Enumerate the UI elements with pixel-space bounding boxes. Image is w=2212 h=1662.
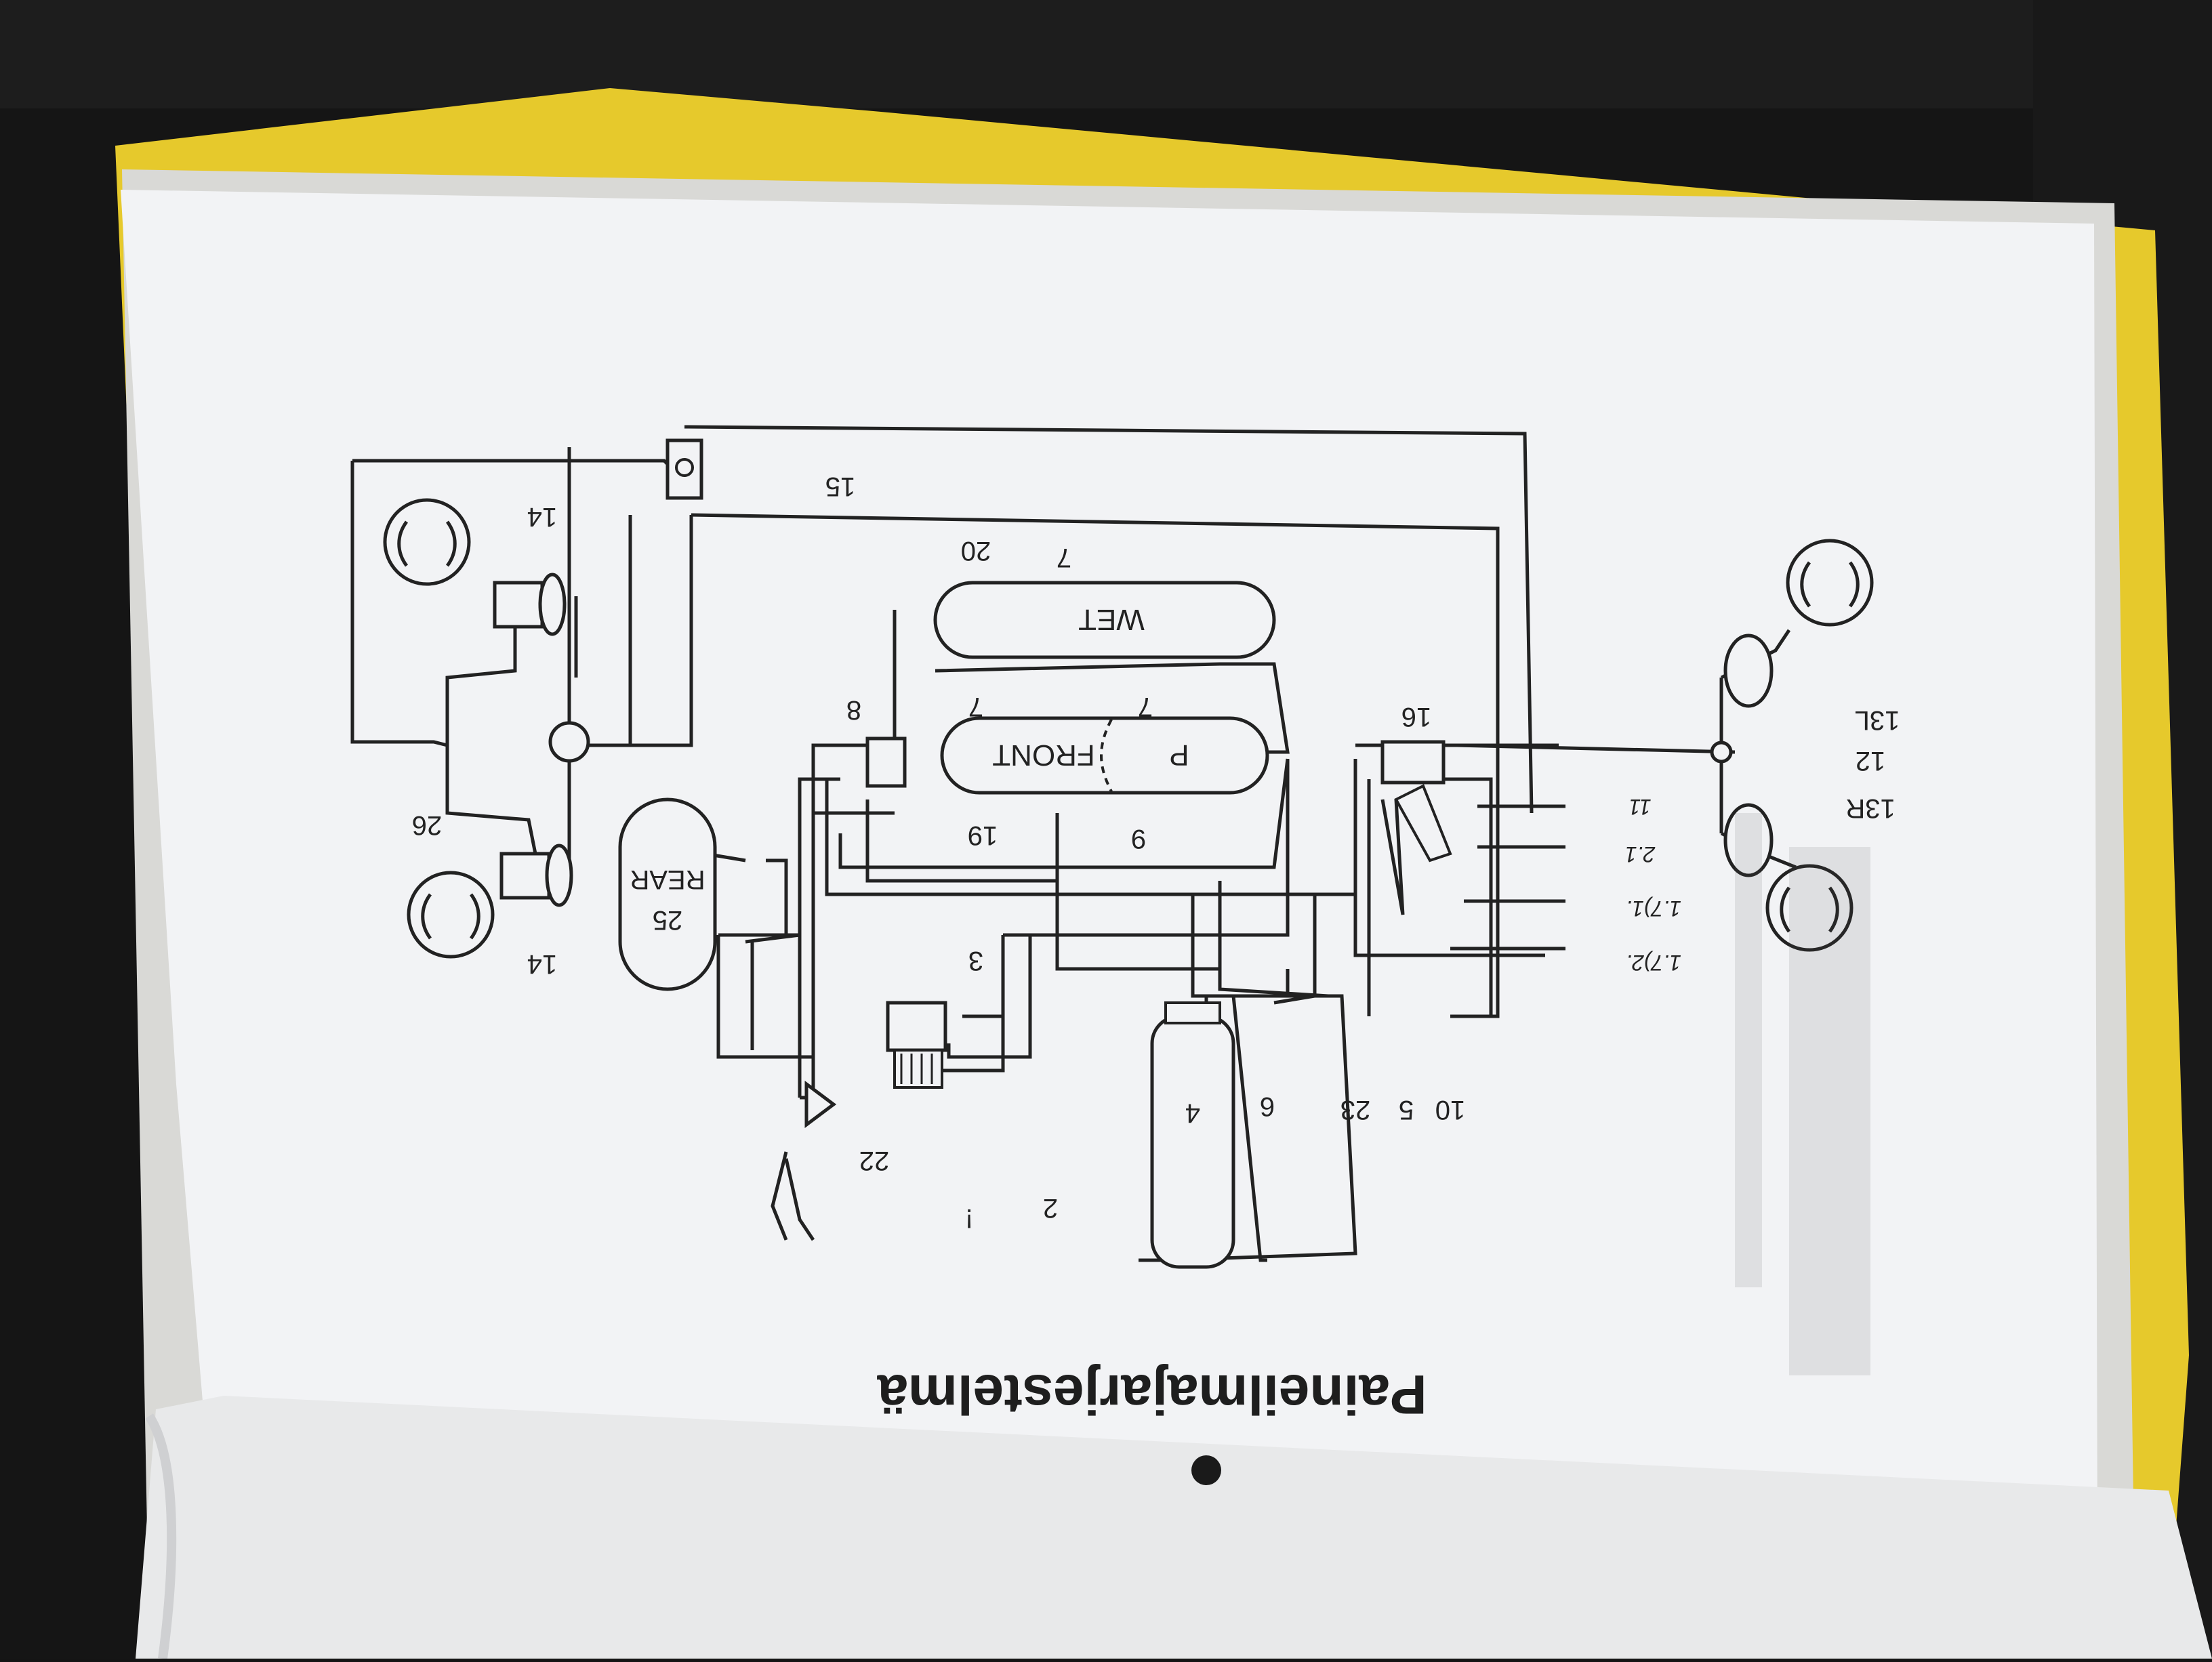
page-title: Paineilmajarjestelmä [877,1363,1427,1425]
valve-22 [804,1081,837,1128]
pipe-line [947,935,1032,1059]
pipe-line [684,425,1534,814]
brake-chamber-14-top [493,573,567,636]
callout-13L: 13L [1855,705,1900,735]
pipe-line [784,1158,815,1241]
pipe-line [1220,994,1267,1262]
paper-page [121,190,2097,1653]
pipe-line [865,799,1057,883]
hand-label-2-1: 2.1 [1625,842,1656,867]
wheel-top-right [1786,539,1874,627]
callout-14-top: 14 [527,502,558,532]
pipe-line [745,777,840,944]
callout-20: 20 [961,536,991,566]
wet-tank-label: WET [1078,603,1145,636]
valve-8 [865,736,907,788]
callout-5: 5 [1399,1095,1414,1125]
pipe-line [1218,969,1329,998]
brake-chamber-13R [1723,803,1774,877]
callout-22: 22 [859,1146,890,1176]
pipe-line [1456,743,1736,754]
callout-exclaim: ! [965,1203,972,1233]
rear-tank-label: REAR [630,865,705,894]
junction-12 [1710,741,1733,764]
brake-chamber-13L [1723,633,1774,708]
callout-9: 9 [1131,824,1146,854]
callout-12: 12 [1856,746,1886,776]
valve-16 [1380,740,1446,785]
pipe-line [811,610,897,815]
callout-2: 2 [1043,1193,1058,1223]
pipe-line [771,1151,788,1241]
pipe-line [583,515,693,747]
valve-26 [548,721,590,763]
pipe-line [691,513,1500,1018]
wheel-top-left [383,498,471,586]
callout-14-bottom: 14 [527,949,558,979]
pipe-line [350,461,448,747]
pipe-line [1380,799,1405,915]
wheel-bottom-left [407,871,495,959]
hand-label-17-2: 1.7)2. [1626,951,1681,975]
callout-16: 16 [1401,702,1432,732]
callout-7-front-a: 7 [968,692,983,722]
wet-tank: WET [933,581,1276,659]
callout-6: 6 [1260,1092,1275,1121]
relay-valve-15 [665,438,703,500]
rear-tank: REAR 25 [618,797,717,991]
callout-19: 19 [968,820,998,850]
front-tank: FRONT P [940,716,1269,795]
callout-23: 23 [1340,1095,1371,1125]
air-dryer [1150,1001,1235,1269]
callout-25: 25 [653,905,683,935]
binder-hole [1191,1455,1221,1485]
callout-4: 4 [1185,1098,1200,1128]
brake-diagram [350,425,1797,1262]
compressor [886,1001,947,1089]
pipe-line [1055,813,1222,971]
pipe-line [935,662,1290,754]
callout-10: 10 [1435,1095,1466,1125]
pipe-line [445,745,537,854]
front-tank-label: FRONT [992,739,1095,772]
hand-label-17-1: 1.7)1. [1626,896,1681,921]
brake-pedal [1394,784,1452,863]
callout-7-front-b: 7 [1138,692,1153,722]
callout-13R: 13R [1845,793,1895,823]
pipe-line [1353,779,1545,957]
pipe-line [1165,994,1357,1262]
pipe-line [766,858,788,935]
page-curl [136,1396,2212,1659]
brake-chamber-14-bottom [499,844,573,907]
front-tank-mark: P [1169,739,1189,772]
callout-15: 15 [825,472,856,501]
hand-label-11: 11 [1629,795,1651,819]
pipe-line [718,933,802,1098]
pipe-line [445,610,517,745]
wheel-bottom-right [1765,864,1853,952]
callout-26: 26 [412,810,443,840]
pipe-line [1003,759,1290,937]
callout-8: 8 [846,695,861,725]
callout-3: 3 [968,946,983,976]
callout-7-wet: 7 [1057,543,1071,573]
